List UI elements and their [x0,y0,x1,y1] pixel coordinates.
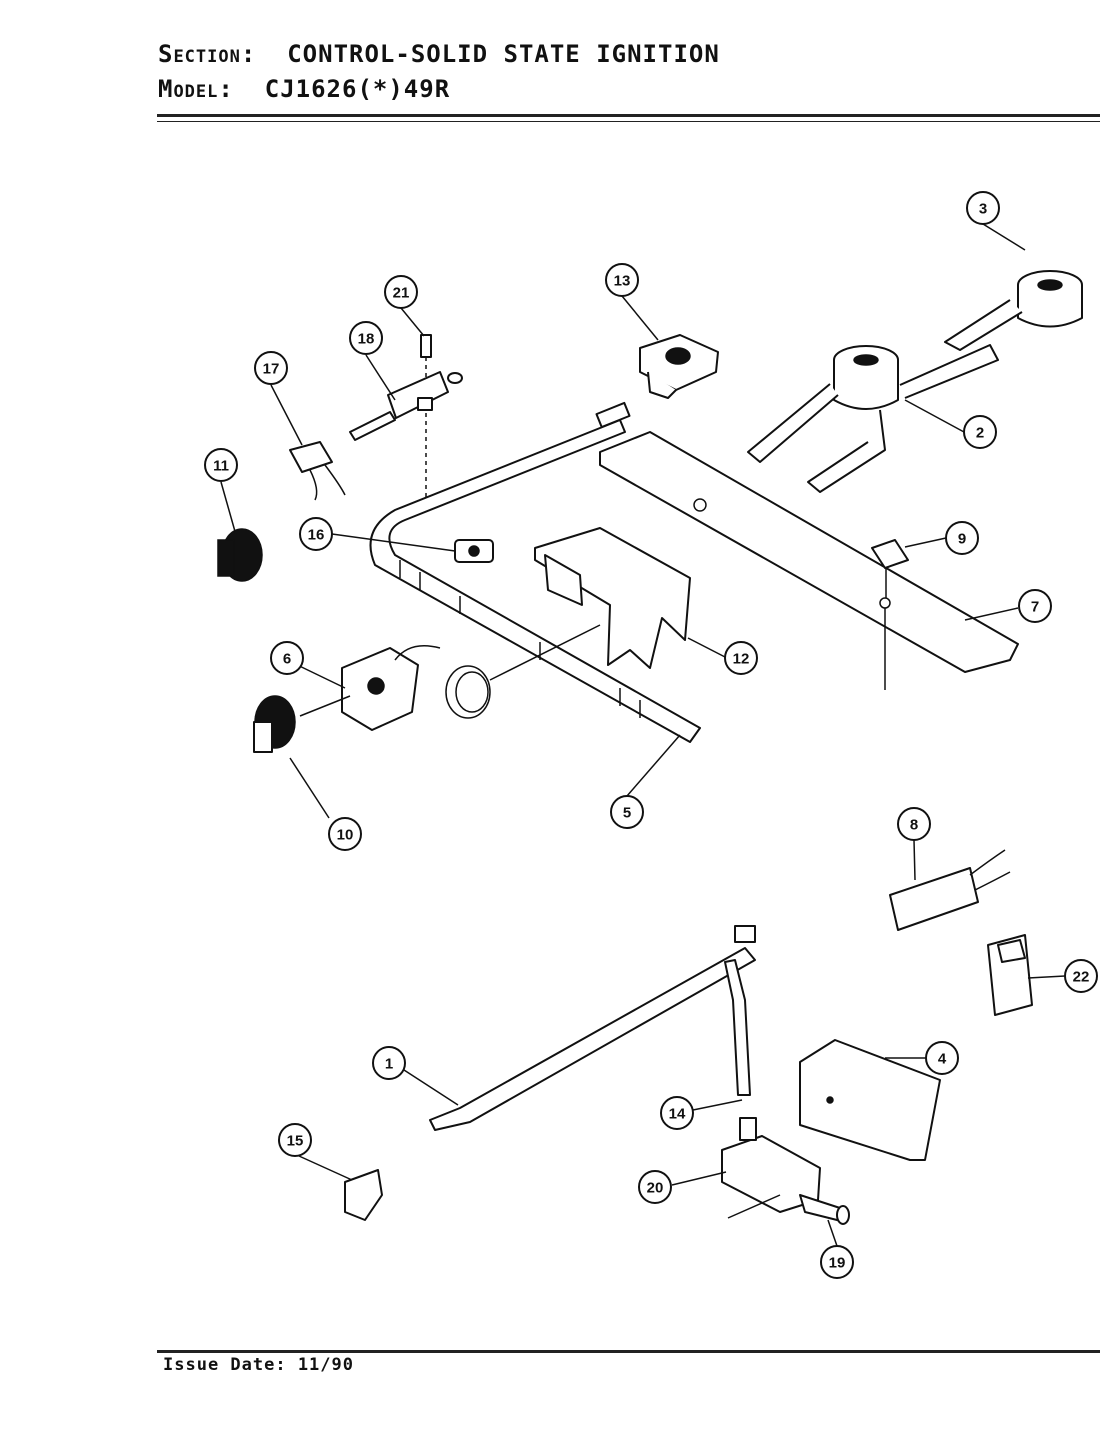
relay-part-22 [987,934,1033,1016]
section-key: Section: [158,40,257,68]
svg-text:14: 14 [669,1106,686,1123]
callout-7: 7 [1018,589,1052,623]
part-16 [454,539,494,563]
bracket-part-7 [599,431,1019,690]
svg-text:19: 19 [829,1255,846,1272]
footer-rule [157,1350,1100,1353]
knob-part-10 [253,695,296,753]
callout-8: 8 [897,807,931,841]
callout-10: 10 [328,817,362,851]
sensing-bulb-coil [445,624,601,719]
callout-5: 5 [610,795,644,829]
valve-part-18 [349,371,463,441]
callout-4: 4 [925,1041,959,1075]
section-value: CONTROL-SOLID STATE IGNITION [287,40,720,68]
callout-9: 9 [945,521,979,555]
svg-text:15: 15 [287,1133,304,1150]
svg-text:18: 18 [358,331,375,348]
callout-16: 16 [299,517,333,551]
callout-20: 20 [638,1170,672,1204]
clip-part-9 [871,539,909,598]
svg-text:4: 4 [938,1051,947,1068]
callout-18: 18 [349,321,383,355]
callout-3: 3 [966,191,1000,225]
header-rule-thin [157,121,1100,122]
svg-text:16: 16 [308,527,325,544]
svg-text:20: 20 [647,1180,664,1197]
svg-text:3: 3 [979,201,987,218]
model-value: CJ1626(*)49R [264,75,451,103]
screw-part-21 [420,334,432,500]
svg-text:7: 7 [1031,599,1039,616]
model-key: Model: [158,75,234,103]
callout-21: 21 [384,275,418,309]
callout-15: 15 [278,1123,312,1157]
svg-text:21: 21 [393,285,410,302]
switch-part-17 [289,441,346,501]
callout-11: 11 [204,448,238,482]
burner-part-2 [747,344,999,493]
pipe-part-1 [429,925,756,1131]
svg-text:11: 11 [213,458,229,475]
part-15 [344,1169,383,1221]
fitting-part-19 [799,1194,850,1225]
thermostat-part-6 [299,624,601,731]
callout-22: 22 [1064,959,1098,993]
callout-17: 17 [254,351,288,385]
section-line: Section: CONTROL-SOLID STATE IGNITION [158,40,720,68]
callout-13: 13 [605,263,639,297]
header-rule [157,114,1100,117]
shield-part-12 [534,527,691,669]
callout-2: 2 [963,415,997,449]
svg-text:6: 6 [283,651,291,668]
issue-date: Issue Date: 11/90 [163,1355,354,1375]
svg-text:17: 17 [263,361,280,378]
callout-12: 12 [724,641,758,675]
callout-19: 19 [820,1245,854,1279]
manifold-part-5 [369,401,701,743]
regulator-part-20 [721,1117,821,1219]
svg-text:9: 9 [958,531,966,548]
svg-text:2: 2 [976,425,984,442]
burner-part-3 [944,270,1083,351]
svg-text:1: 1 [385,1056,393,1073]
svg-text:13: 13 [614,273,631,290]
callout-6: 6 [270,641,304,675]
bracket-part-4 [799,1039,941,1161]
model-line: Model: CJ1626(*)49R [158,75,450,103]
svg-text:22: 22 [1073,969,1090,986]
svg-text:10: 10 [337,827,354,844]
module-part-8 [889,849,1011,931]
callout-1: 1 [372,1046,406,1080]
svg-text:5: 5 [623,805,631,822]
svg-text:12: 12 [733,651,750,668]
knob-part-11 [217,528,263,582]
svg-text:8: 8 [910,817,918,834]
callout-14: 14 [660,1096,694,1130]
part-13 [639,334,719,399]
